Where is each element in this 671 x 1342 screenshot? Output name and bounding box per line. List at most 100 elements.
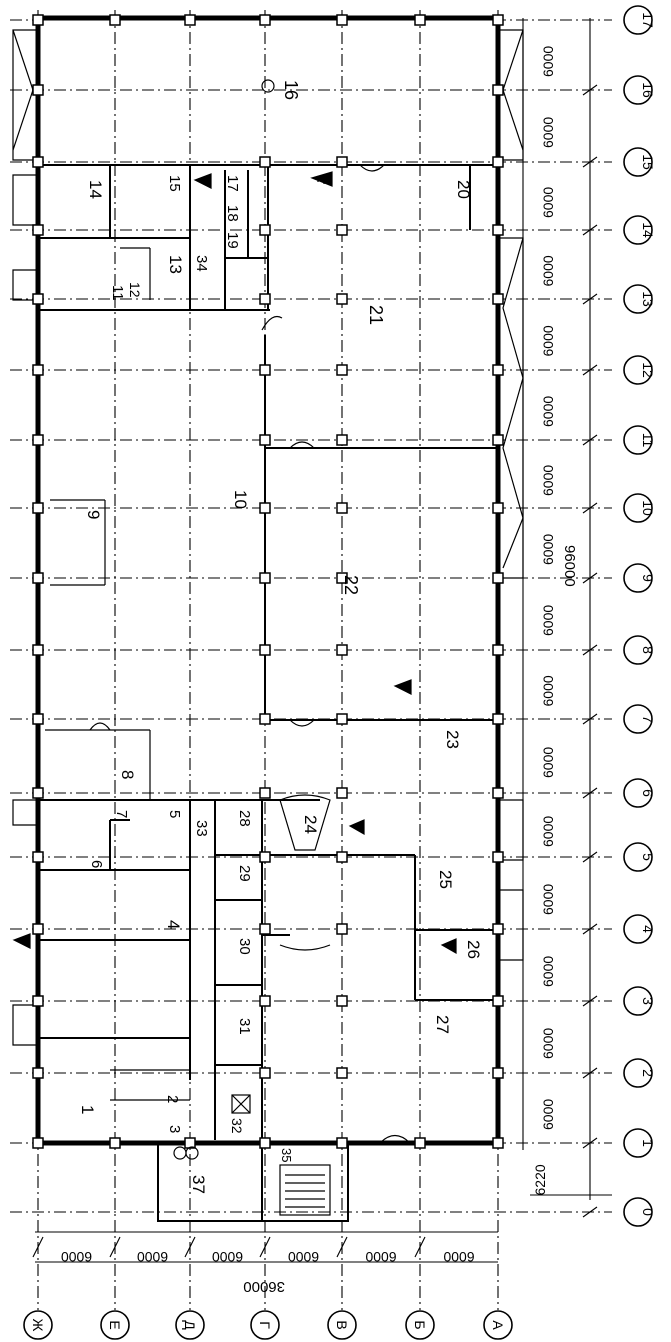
dimension-text: 6000 [540,117,556,148]
axis-label: 9 [640,574,656,582]
axis-bubble-icon [623,914,653,944]
axis-bubble-icon [623,635,653,665]
dimension-text: 6000 [137,1249,168,1265]
stair-hatch-icon [310,171,333,187]
dimension-lines [35,18,612,1263]
column-icon [336,502,348,514]
room-label-28: 28 [236,810,253,827]
column-icon [259,364,271,376]
axis-label: Е [107,1320,123,1329]
column-icon [259,713,271,725]
room-label-31: 31 [236,1018,253,1035]
column-icon [336,923,348,935]
room-label-1: 1 [78,1105,97,1114]
axis-bubble-icon [23,1310,53,1340]
column-icon [259,1137,271,1149]
column-icon [336,787,348,799]
dimension-text: 6000 [365,1249,396,1265]
dimension-text: 6000 [540,396,556,427]
axis-label: В [334,1320,350,1329]
axis-bubble-icon [623,1128,653,1158]
dimension-text: 6000 [540,747,556,778]
room-label-37: 37 [189,1175,208,1194]
door-swings [89,164,411,1144]
dimension-text: 6000 [540,956,556,987]
room-label-10: 10 [231,490,250,509]
room-label-18: 18 [224,205,241,222]
axis-label: 0 [640,1208,656,1216]
dimension-text: 6000 [540,1028,556,1059]
room-label-2: 2 [164,1095,181,1103]
column-icon [259,224,271,236]
column-icon [259,644,271,656]
column-icon [32,644,44,656]
column-icon [492,995,504,1007]
room-label-22: 22 [341,575,361,595]
column-icon [32,156,44,168]
column-icon [259,502,271,514]
column-icon [336,14,348,26]
room-label-15: 15 [166,175,183,192]
axis-label: 10 [640,500,656,516]
column-icon [32,224,44,236]
room-label-21: 21 [366,305,386,325]
column-icon [492,787,504,799]
column-icon [336,713,348,725]
axis-label: 17 [640,12,656,28]
axis-label: 3 [640,997,656,1005]
column-icon [492,434,504,446]
room-label-35: 35 [279,1148,294,1162]
axis-label: Ж [30,1319,46,1332]
room-label-23: 23 [443,730,462,749]
axis-label: Г [257,1321,273,1329]
axis-label: 8 [640,646,656,654]
room-label-7: 7 [113,810,130,818]
column-icon [336,1067,348,1079]
stair-hatch-icon [193,173,212,189]
column-icon [259,851,271,863]
room-label-3: 3 [166,1125,183,1133]
column-icon [492,224,504,236]
column-icon [32,434,44,446]
partitions [38,164,498,1222]
column-icon [492,14,504,26]
axis-bubble-icon [405,1310,435,1340]
column-icon [492,84,504,96]
dimension-text: 6000 [212,1249,243,1265]
column-icon [492,1137,504,1149]
axis-bubble-icon [623,842,653,872]
column-icon [492,364,504,376]
column-icon [492,502,504,514]
stair-hatch-icon [348,819,365,836]
column-icon [492,156,504,168]
column-icon [336,364,348,376]
room-label-6: 6 [88,860,105,868]
room-label-32: 32 [229,1118,245,1134]
column-icon [336,644,348,656]
axis-label: 16 [640,82,656,98]
column-icon [414,14,426,26]
room-label-34: 34 [193,255,210,272]
axis-bubble-icon [250,1310,280,1340]
column-icon [184,14,196,26]
room-labels: 1 2 3 4 5 6 7 8 9 10 11 12 13 14 15 16 1… [78,80,483,1194]
axis-label: 12 [640,362,656,378]
axis-label: 7 [640,715,656,723]
room-label-8: 8 [118,770,137,779]
column-icon [32,572,44,584]
column-icon [336,572,348,584]
dimension-text: 6000 [540,605,556,636]
column-icon [259,572,271,584]
column-icon [259,923,271,935]
column-icon [32,502,44,514]
column-icon [336,156,348,168]
column-icon [32,1067,44,1079]
stair-hatch-icon [12,933,31,949]
axis-bubble-icon [623,1197,653,1227]
room-label-4: 4 [164,920,183,929]
stair-hatch-icon [440,938,457,955]
room-label-29: 29 [236,865,253,882]
axis-bubble-icon [623,704,653,734]
